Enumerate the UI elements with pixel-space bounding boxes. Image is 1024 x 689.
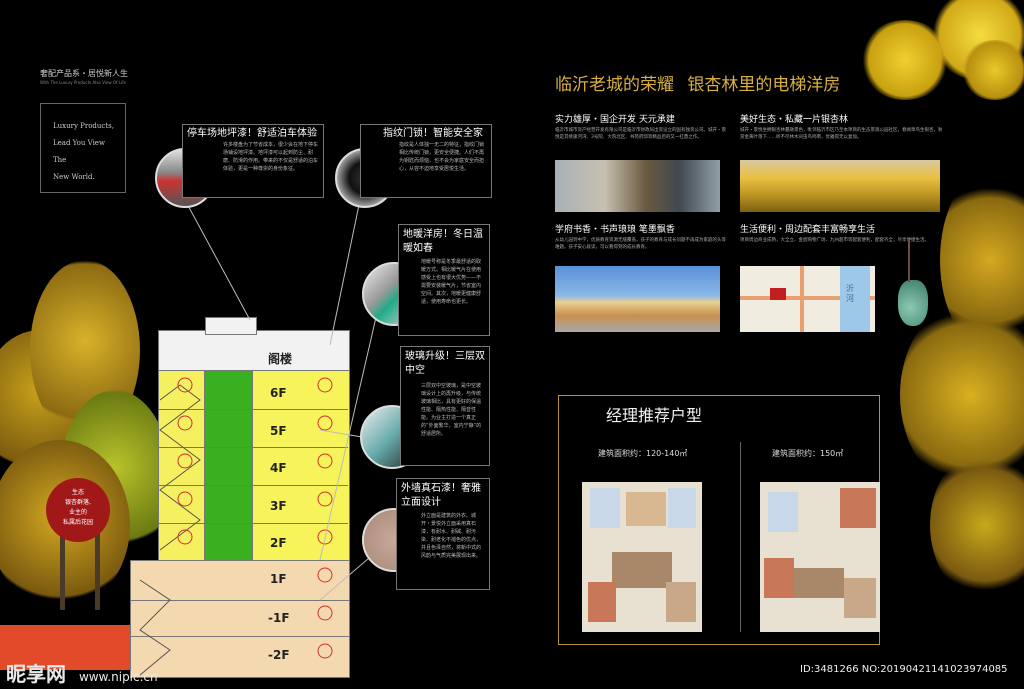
ginkgo-forest-photo xyxy=(740,160,940,212)
section-desc: 临沂市城市资产经营开发有限公司是临沂市财政局出资设立的国有独资公司。城开・景悦是… xyxy=(555,128,726,140)
callout-desc: 许多楼盘为了节省成本，很少会在地下停车场铺设地坪漆。地坪漆可以起到防尘、耐磨、防… xyxy=(223,142,319,172)
ground-strip xyxy=(0,625,130,670)
school-photo xyxy=(555,266,720,332)
watermark-id: ID:3481266 NO:20190421141023974085 xyxy=(800,664,1008,675)
section-ecology: 美好生态・私藏一片银杏林 城开・景悦坐拥银杏林蔓融景色，毗邻临沂市区乃至本项目的… xyxy=(740,112,945,141)
callout-title: 外墙真石漆！奢雅立面设计 xyxy=(401,483,481,508)
section-desc: 项目周边商业成熟，大全立、金宸购物广场、九州超市等配套便利，配套齐全，尽享便捷生… xyxy=(740,238,929,243)
callout-title: 指纹门锁！智能安全家 xyxy=(383,128,483,139)
floor-label-b2: -2F xyxy=(268,648,290,662)
section-title: 学府书香・书声琅琅 笔墨飘香 xyxy=(555,225,675,235)
badge-line: 银杏群落, xyxy=(65,499,91,506)
callout-parking: 停车场地坪漆！舒适泊车体验 许多楼盘为了节省成本，很少会在地下停车场铺设地坪漆。… xyxy=(182,124,324,198)
floor-label-5f: 5F xyxy=(270,424,287,438)
floor-label-b1: -1F xyxy=(268,611,290,625)
main-title: 临沂老城的荣耀 银杏林里的电梯洋房 xyxy=(555,70,840,95)
slogan-line: Luxury Products, xyxy=(53,122,114,130)
section-desc: 城开・景悦坐拥银杏林蔓融景色，毗邻临沂市区乃至本项目的生态景观公园社区，春闻草鸟… xyxy=(740,128,943,140)
unit-left-area: 建筑面积约：120-140㎡ xyxy=(598,449,688,458)
heating-markers xyxy=(177,377,333,659)
callout-lock: 指纹门锁！智能安全家 指纹是人体独一无二的特征，指纹门锁相比传统门锁，更安全便捷… xyxy=(360,124,492,198)
unit-right-area: 建筑面积约：150㎡ xyxy=(772,449,844,458)
badge-line: 私属后花园 xyxy=(62,519,93,526)
main-title-tag: 银杏林里的电梯洋房 xyxy=(687,75,841,95)
callout-title: 玻璃升级！三层双中空 xyxy=(405,351,485,376)
floor-label-3f: 3F xyxy=(270,499,287,513)
stair-lines xyxy=(139,384,201,676)
callout-heating: 地暖洋房！冬日温暖如春 地暖号称是冬季最舒适的取暖方式。相比暖气片在使用感受上也… xyxy=(398,224,490,336)
vase xyxy=(898,280,928,326)
bronze-vessel-photo xyxy=(555,160,720,212)
callout-desc: 指纹是人体独一无二的特征，指纹门锁相比传统门锁，更安全便捷。人们不再为钥匙而烦恼… xyxy=(399,142,485,172)
section-education: 学府书香・书声琅琅 笔墨飘香 从幼儿园到中学，优质教育资源无缝覆盖，孩子的教育与… xyxy=(555,222,730,251)
slogan-line: New World. xyxy=(53,173,95,181)
slogan-line: The xyxy=(53,156,67,164)
floor-label-6f: 6F xyxy=(270,386,287,400)
vase-branch xyxy=(908,240,910,282)
brand-subtitle: With The Luxury Products Also View Of Li… xyxy=(40,80,126,85)
units-divider xyxy=(740,442,741,632)
watermark-logo: 昵享网 www.nipic.cn xyxy=(6,658,158,687)
callout-glass: 玻璃升级！三层双中空 三层双中空玻璃，是中空玻璃设计上的再升级，与传统玻璃相比，… xyxy=(400,346,490,466)
slogan-line: Lead You View xyxy=(53,139,105,147)
floorplan-150 xyxy=(760,482,880,632)
callout-title: 地暖洋房！冬日温暖如春 xyxy=(403,229,483,254)
callout-facade: 外墙真石漆！奢雅立面设计 外立面是建筑的外衣。城开・景悦外立面采用真石漆，有耐水… xyxy=(396,478,490,590)
floor-label-4f: 4F xyxy=(270,461,287,475)
location-map: 沂河 xyxy=(740,266,875,332)
section-convenience: 生活便利・周边配套丰富畅享生活 项目周边商业成熟，大全立、金宸购物广场、九州超市… xyxy=(740,222,945,244)
callout-title: 停车场地坪漆！舒适泊车体验 xyxy=(187,128,317,139)
section-desc: 从幼儿园到中学，优质教育资源无缝覆盖，孩子的教育与成长问题不再成为家庭的头等难题… xyxy=(555,238,726,250)
slogan-box: Luxury Products, Lead You View The New W… xyxy=(40,103,126,193)
badge-line: 生态 xyxy=(71,489,84,496)
floor-label-1f: 1F xyxy=(270,572,287,586)
eco-badge: 生态 银杏群落, 业主的 私属后花园 xyxy=(46,478,110,542)
badge-line: 业主的 xyxy=(68,509,87,516)
section-title: 生活便利・周边配套丰富畅享生活 xyxy=(740,225,876,235)
floor-label-attic: 阁楼 xyxy=(268,352,293,366)
watermark-logo-text: 昵享网 xyxy=(6,662,66,686)
units-title: 经理推荐户型 xyxy=(598,402,711,426)
section-title: 实力雄厚・国企开发 天元承建 xyxy=(555,115,675,125)
floorplan-120 xyxy=(582,482,702,632)
floor-label-2f: 2F xyxy=(270,536,287,550)
callout-desc: 三层双中空玻璃，是中空玻璃设计上的再升级，与传统玻璃相比，具有更好的保温性能、隔… xyxy=(421,383,482,437)
watermark-url: www.nipic.cn xyxy=(78,670,158,684)
map-river-label: 沂河 xyxy=(846,284,854,303)
callout-desc: 外立面是建筑的外衣。城开・景悦外立面采用真石漆，有耐水、耐碱、耐污染、耐老化不褪… xyxy=(421,513,482,559)
callout-desc: 地暖号称是冬季最舒适的取暖方式。相比暖气片在使用感受上也有很大优势——不需要安装… xyxy=(421,259,482,305)
map-marker xyxy=(770,288,786,300)
section-title: 美好生态・私藏一片银杏林 xyxy=(740,115,849,125)
section-state-owned: 实力雄厚・国企开发 天元承建 临沂市城市资产经营开发有限公司是临沂市财政局出资设… xyxy=(555,112,730,141)
main-title-text: 临沂老城的荣耀 xyxy=(555,75,674,95)
brand-title: 奢配产品系・居悦新人生 xyxy=(40,69,128,78)
